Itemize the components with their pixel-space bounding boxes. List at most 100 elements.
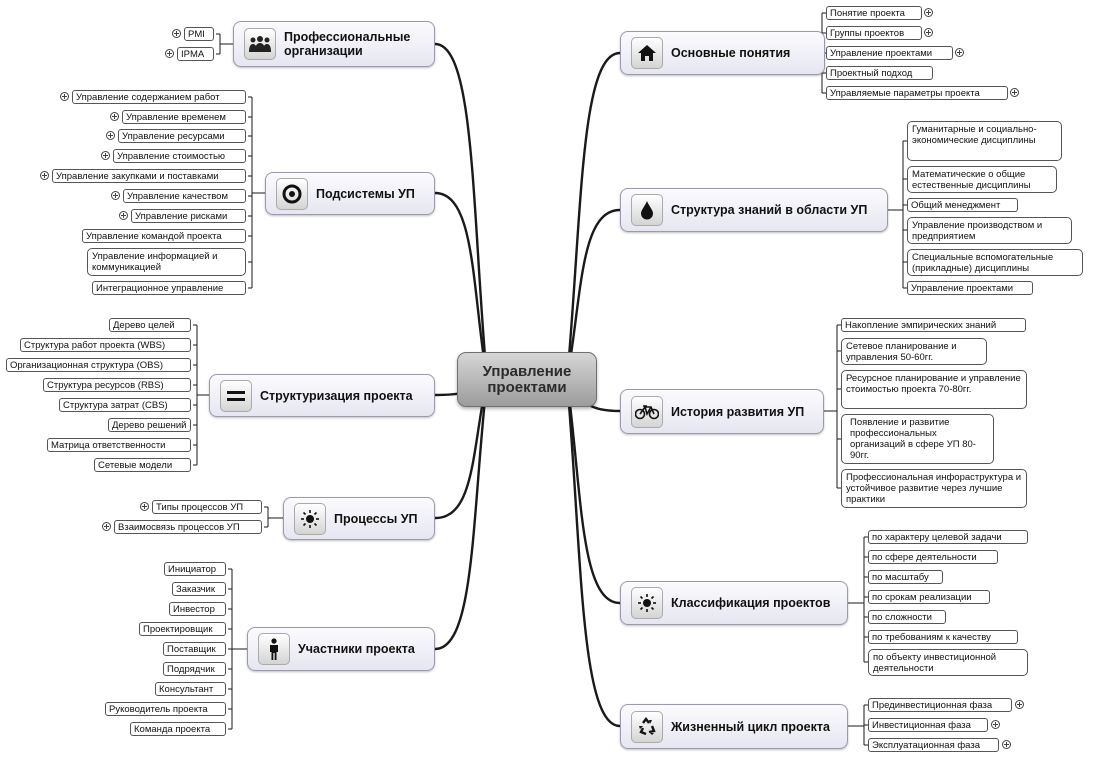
leaf-subsystem[interactable]: Интеграционное управление bbox=[92, 281, 246, 295]
branch-label: Подсистемы УП bbox=[316, 186, 415, 201]
leaf-knowledge[interactable]: Общий менеджмент bbox=[907, 198, 1018, 212]
leaf-classification[interactable]: по масштабу bbox=[868, 570, 943, 584]
leaf-structure[interactable]: Структура работ проекта (WBS) bbox=[20, 338, 191, 352]
recycle-icon bbox=[631, 710, 663, 743]
home-icon bbox=[631, 37, 663, 69]
leaf-classification[interactable]: по требованиям к качеству bbox=[868, 630, 1018, 644]
target-icon bbox=[276, 177, 308, 210]
expand-plus-icon[interactable] bbox=[991, 720, 1000, 729]
branch-classification[interactable]: Классификация проектов bbox=[620, 581, 848, 625]
leaf-history[interactable]: Профессиональная инфораструктура и устой… bbox=[841, 469, 1027, 508]
leaf-structure[interactable]: Дерево целей bbox=[109, 318, 191, 332]
expand-plus-icon[interactable] bbox=[111, 191, 120, 200]
leaf-subsystem[interactable]: Управление ресурсами bbox=[118, 129, 246, 143]
leaf-process[interactable]: Типы процессов УП bbox=[152, 500, 262, 514]
leaf-subsystem[interactable]: Управление содержанием работ bbox=[72, 90, 246, 104]
leaf-lifecycle[interactable]: Инвестиционная фаза bbox=[868, 718, 988, 732]
leaf-subsystem[interactable]: Управление качеством bbox=[123, 189, 246, 203]
branch-prof-org[interactable]: Профессиональные организации bbox=[233, 21, 435, 67]
leaf-classification[interactable]: по сфере деятельности bbox=[868, 550, 998, 564]
leaf-subsystem[interactable]: Управление информацией и коммуникацией bbox=[87, 248, 246, 276]
leaf-classification[interactable]: по объекту инвестиционной деятельности bbox=[868, 649, 1028, 676]
leaf-participant[interactable]: Консультант bbox=[155, 682, 226, 696]
leaf-history[interactable]: Появление и развитие профессиональных ор… bbox=[841, 414, 994, 464]
leaf-participant[interactable]: Подрядчик bbox=[163, 662, 226, 676]
expand-plus-icon[interactable] bbox=[1010, 88, 1019, 97]
leaf-basic[interactable]: Управление проектами bbox=[826, 46, 953, 60]
people-icon bbox=[244, 28, 276, 60]
leaf-subsystem[interactable]: Управление временем bbox=[122, 110, 246, 124]
expand-plus-icon[interactable] bbox=[165, 49, 174, 58]
leaf-history[interactable]: Накопление эмпирических знаний bbox=[841, 318, 1026, 332]
branch-participants[interactable]: Участники проекта bbox=[247, 627, 435, 671]
leaf-participant[interactable]: Инициатор bbox=[164, 562, 226, 576]
leaf-classification[interactable]: по характеру целевой задачи bbox=[868, 530, 1028, 544]
expand-plus-icon[interactable] bbox=[955, 48, 964, 57]
branch-connector bbox=[434, 379, 489, 651]
leaf-structure[interactable]: Организационная структура (OBS) bbox=[6, 358, 191, 372]
branch-connector bbox=[565, 51, 621, 381]
branch-history[interactable]: История развития УП bbox=[620, 389, 824, 434]
expand-plus-icon[interactable] bbox=[172, 29, 181, 38]
leaf-knowledge[interactable]: Управление производством и предприятием bbox=[907, 217, 1072, 244]
branch-subsystems[interactable]: Подсистемы УП bbox=[265, 172, 435, 215]
leaf-history[interactable]: Ресурсное планирование и управление стои… bbox=[841, 370, 1027, 409]
branch-label: Профессиональные организации bbox=[284, 30, 411, 58]
branch-connector bbox=[434, 42, 489, 381]
leaf-knowledge[interactable]: Специальные вспомогательные (прикладные)… bbox=[907, 249, 1083, 276]
leaf-participant[interactable]: Команда проекта bbox=[130, 722, 226, 736]
leaf-participant[interactable]: Руководитель проекта bbox=[105, 702, 226, 716]
leaf-participant[interactable]: Инвестор bbox=[169, 602, 226, 616]
expand-plus-icon[interactable] bbox=[106, 131, 115, 140]
leaf-participant[interactable]: Проектировщик bbox=[139, 622, 226, 636]
branch-connector bbox=[434, 191, 489, 381]
leaf-structure[interactable]: Сетевые модели bbox=[94, 458, 191, 472]
expand-plus-icon[interactable] bbox=[924, 28, 933, 37]
leaf-subsystem[interactable]: Управление командой проекта bbox=[82, 229, 246, 243]
leaf-ipma[interactable]: IPMA bbox=[177, 47, 214, 61]
leaf-basic[interactable]: Управляемые параметры проекта bbox=[826, 86, 1008, 100]
expand-plus-icon[interactable] bbox=[1002, 740, 1011, 749]
expand-plus-icon[interactable] bbox=[140, 502, 149, 511]
leaf-lifecycle[interactable]: Прединвестиционная фаза bbox=[868, 698, 1012, 712]
leaf-classification[interactable]: по сложности bbox=[868, 610, 946, 624]
leaf-participant[interactable]: Заказчик bbox=[172, 582, 226, 596]
branch-basics[interactable]: Основные понятия bbox=[620, 31, 825, 75]
expand-plus-icon[interactable] bbox=[119, 211, 128, 220]
leaf-history[interactable]: Сетевое планирование и управления 50-60г… bbox=[841, 338, 987, 365]
leaf-structure[interactable]: Структура ресурсов (RBS) bbox=[43, 378, 191, 392]
branch-processes[interactable]: Процессы УП bbox=[283, 497, 435, 540]
leaf-knowledge[interactable]: Математические о общие естественные дисц… bbox=[907, 166, 1057, 193]
leaf-subsystem[interactable]: Управление стоимостью bbox=[113, 149, 246, 163]
expand-plus-icon[interactable] bbox=[101, 151, 110, 160]
leaf-classification[interactable]: по срокам реализации bbox=[868, 590, 990, 604]
leaf-basic[interactable]: Понятие проекта bbox=[826, 6, 922, 20]
branch-label: Классификация проектов bbox=[671, 596, 831, 610]
branch-structuring[interactable]: Структуризация проекта bbox=[209, 374, 435, 417]
branch-knowledge[interactable]: Структура знаний в области УП bbox=[620, 188, 888, 232]
expand-plus-icon[interactable] bbox=[40, 171, 49, 180]
leaf-basic[interactable]: Проектный подход bbox=[826, 66, 933, 80]
expand-plus-icon[interactable] bbox=[102, 522, 111, 531]
expand-plus-icon[interactable] bbox=[924, 8, 933, 17]
expand-plus-icon[interactable] bbox=[60, 92, 69, 101]
leaf-knowledge[interactable]: Управление проектами bbox=[907, 281, 1033, 295]
leaf-structure[interactable]: Дерево решений bbox=[108, 418, 191, 432]
expand-plus-icon[interactable] bbox=[110, 112, 119, 121]
central-topic[interactable]: Управление проектами bbox=[457, 352, 597, 407]
person-icon bbox=[258, 633, 290, 665]
leaf-subsystem[interactable]: Управление рисками bbox=[131, 209, 246, 223]
leaf-pmi[interactable]: PMI bbox=[184, 27, 214, 41]
branch-lifecycle[interactable]: Жизненный цикл проекта bbox=[620, 704, 848, 749]
leaf-participant[interactable]: Поставщик bbox=[163, 642, 226, 656]
leaf-subsystem[interactable]: Управление закупками и поставками bbox=[52, 169, 246, 183]
leaf-process[interactable]: Взаимосвязь процессов УП bbox=[114, 520, 262, 534]
leaf-basic[interactable]: Группы проектов bbox=[826, 26, 922, 40]
leaf-structure[interactable]: Структура затрат (CBS) bbox=[59, 398, 191, 412]
leaf-knowledge[interactable]: Гуманитарные и социально-экономические д… bbox=[907, 121, 1062, 161]
leaf-lifecycle[interactable]: Эксплуатационная фаза bbox=[868, 738, 999, 752]
expand-plus-icon[interactable] bbox=[1015, 700, 1024, 709]
branch-label: Основные понятия bbox=[671, 46, 791, 60]
leaf-structure[interactable]: Матрица ответственности bbox=[47, 438, 191, 452]
